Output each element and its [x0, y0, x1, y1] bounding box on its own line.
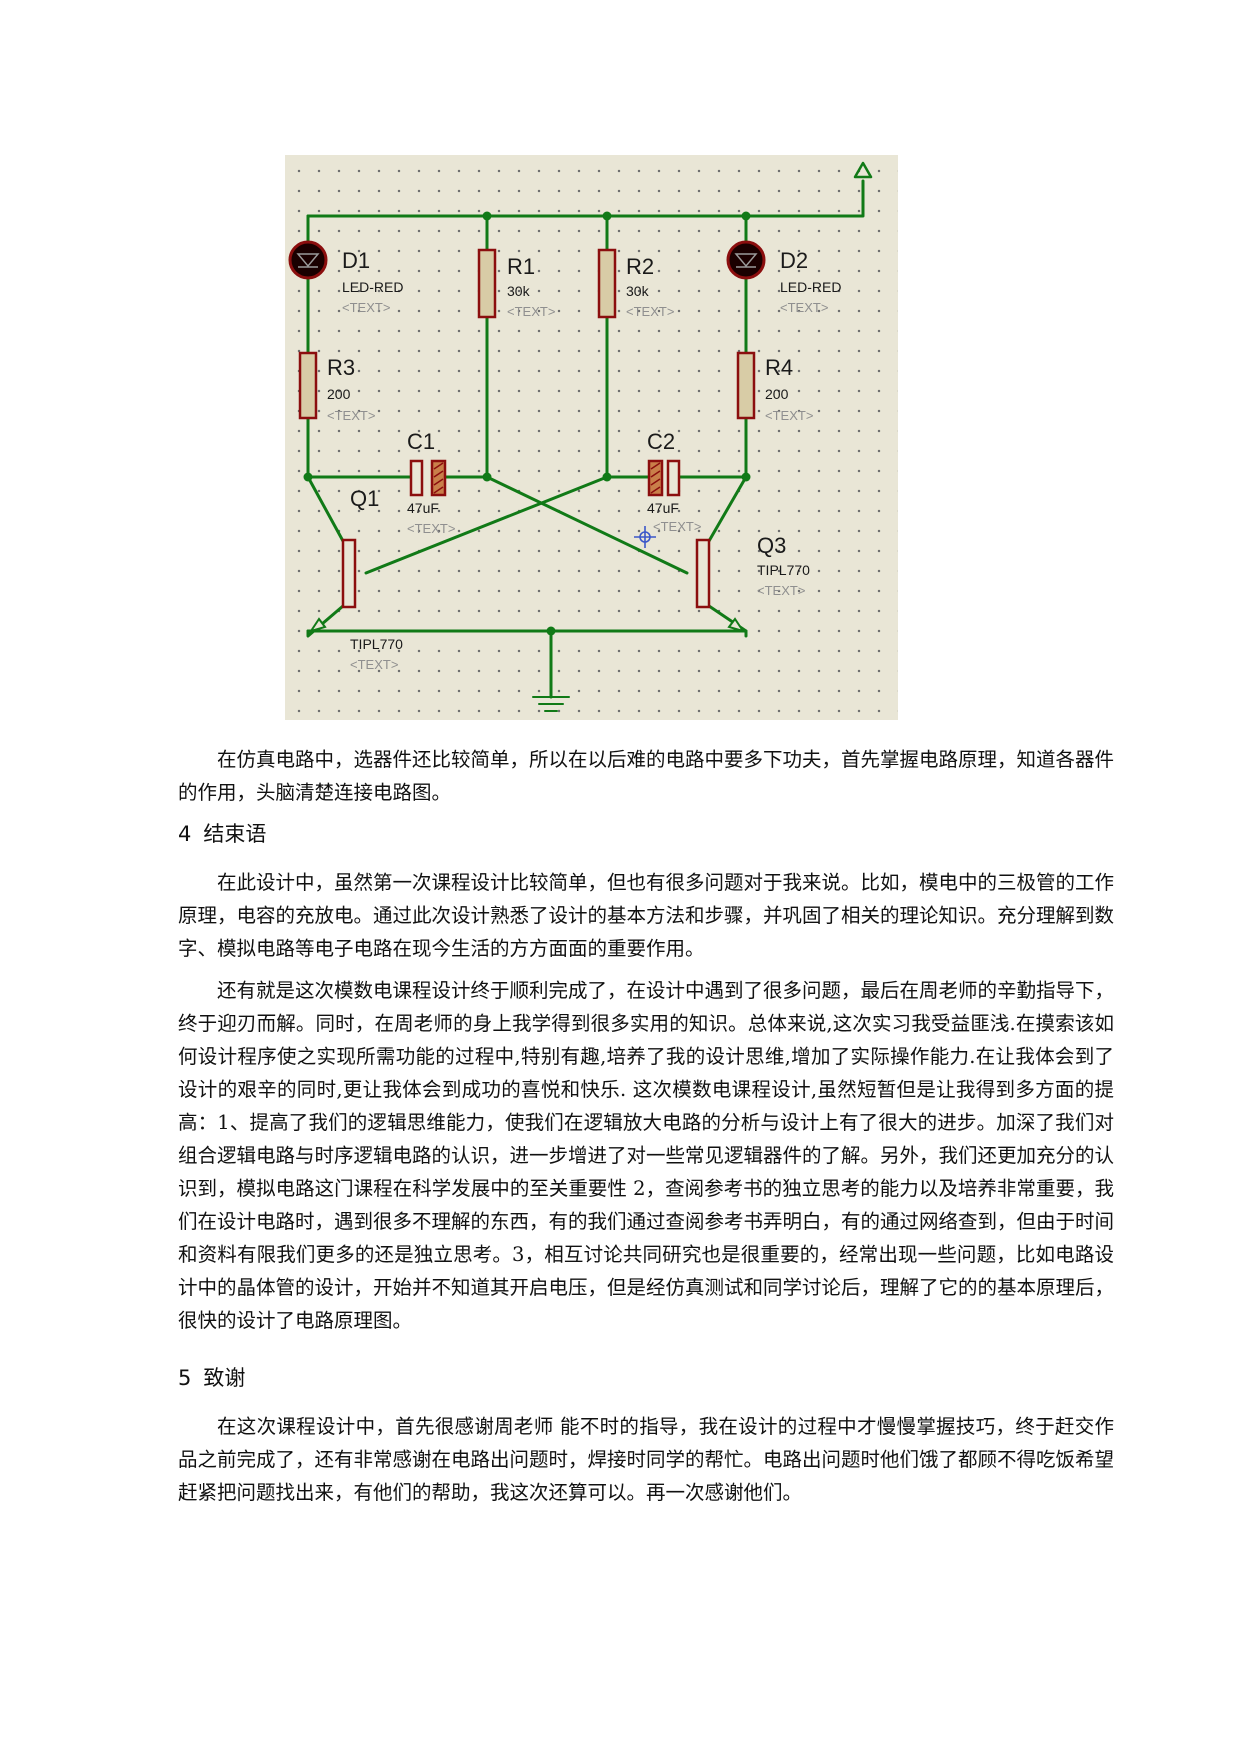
- d2-text-placeholder: <TEXT>: [780, 300, 828, 315]
- section-4-number: 4: [178, 822, 192, 846]
- d2-name-label: D2: [780, 248, 808, 273]
- transistor-q1-symbol: [308, 538, 357, 633]
- q3-name-label: Q3: [757, 533, 786, 558]
- c2-value-label: 47uF: [647, 500, 679, 516]
- section-4-title: 结束语: [203, 822, 267, 846]
- q1-name-label: Q1: [350, 486, 379, 511]
- d1-name-label: D1: [342, 248, 370, 273]
- resistor-r1-body: [477, 248, 497, 319]
- c1-name-label: C1: [407, 429, 435, 454]
- crosshair-cursor-icon: [634, 526, 656, 548]
- q1-value-label: TIPL770: [350, 636, 403, 652]
- c1-text-placeholder: <TEXT>: [407, 521, 455, 536]
- capacitor-c2-symbol: [647, 459, 681, 497]
- junction-dots: [303, 211, 751, 636]
- q1-text-placeholder: <TEXT>: [350, 657, 398, 672]
- section-5-paragraph-1: 在这次课程设计中，首先很感谢周老师 能不时的指导，我在设计的过程中才慢慢掌握技巧…: [178, 1415, 1115, 1504]
- section-5-title: 致谢: [203, 1366, 246, 1390]
- r4-name-label: R4: [765, 355, 793, 380]
- resistor-bodies: [298, 248, 756, 420]
- led-d2-symbol: [726, 240, 766, 280]
- capacitor-c1-symbol: [409, 459, 447, 497]
- resistor-r3-body: [298, 351, 318, 420]
- c2-name-label: C2: [647, 429, 675, 454]
- section-5-number: 5: [178, 1366, 192, 1390]
- circuit-schematic: D1 LED-RED <TEXT> R1 30k <TEXT> R2 30k <…: [288, 161, 873, 712]
- led-d1-symbol: [288, 240, 328, 280]
- q3-value-label: TIPL770: [757, 562, 810, 578]
- resistor-r4-body: [736, 351, 756, 420]
- wires: [306, 161, 873, 712]
- r1-name-label: R1: [507, 254, 535, 279]
- section-4-heading: 4 结束语: [178, 818, 266, 848]
- d2-value-label: LED-RED: [780, 279, 841, 295]
- r4-value-label: 200: [765, 386, 789, 402]
- section-4-paragraph-1: 在此设计中，虽然第一次课程设计比较简单，但也有很多问题对于我来说。比如，模电中的…: [178, 871, 1115, 960]
- circuit-diagram: D1 LED-RED <TEXT> R1 30k <TEXT> R2 30k <…: [285, 155, 898, 720]
- c2-text-placeholder: <TEXT>: [653, 519, 701, 534]
- d1-value-label: LED-RED: [342, 279, 403, 295]
- section-4-paragraph-2: 还有就是这次模数电课程设计终于顺利完成了，在设计中遇到了很多问题，最后在周老师的…: [178, 979, 1115, 1332]
- r3-value-label: 200: [327, 386, 351, 402]
- r2-name-label: R2: [626, 254, 654, 279]
- r2-text-placeholder: <TEXT>: [626, 304, 674, 319]
- section-5-heading: 5 致谢: [178, 1362, 245, 1392]
- c1-value-label: 47uF: [407, 500, 439, 516]
- simulation-paragraph: 在仿真电路中，选器件还比较简单，所以在以后难的电路中要多下功夫，首先掌握电路原理…: [178, 748, 1115, 804]
- r2-value-label: 30k: [626, 283, 650, 299]
- r4-text-placeholder: <TEXT>: [765, 408, 813, 423]
- d1-text-placeholder: <TEXT>: [342, 300, 390, 315]
- r3-name-label: R3: [327, 355, 355, 380]
- q3-text-placeholder: <TEXT>: [757, 583, 805, 598]
- resistor-r2-body: [597, 248, 617, 319]
- r1-text-placeholder: <TEXT>: [507, 304, 555, 319]
- component-labels: D1 LED-RED <TEXT> R1 30k <TEXT> R2 30k <…: [327, 248, 841, 672]
- r3-text-placeholder: <TEXT>: [327, 408, 375, 423]
- transistor-q3-symbol: [695, 538, 746, 633]
- r1-value-label: 30k: [507, 283, 531, 299]
